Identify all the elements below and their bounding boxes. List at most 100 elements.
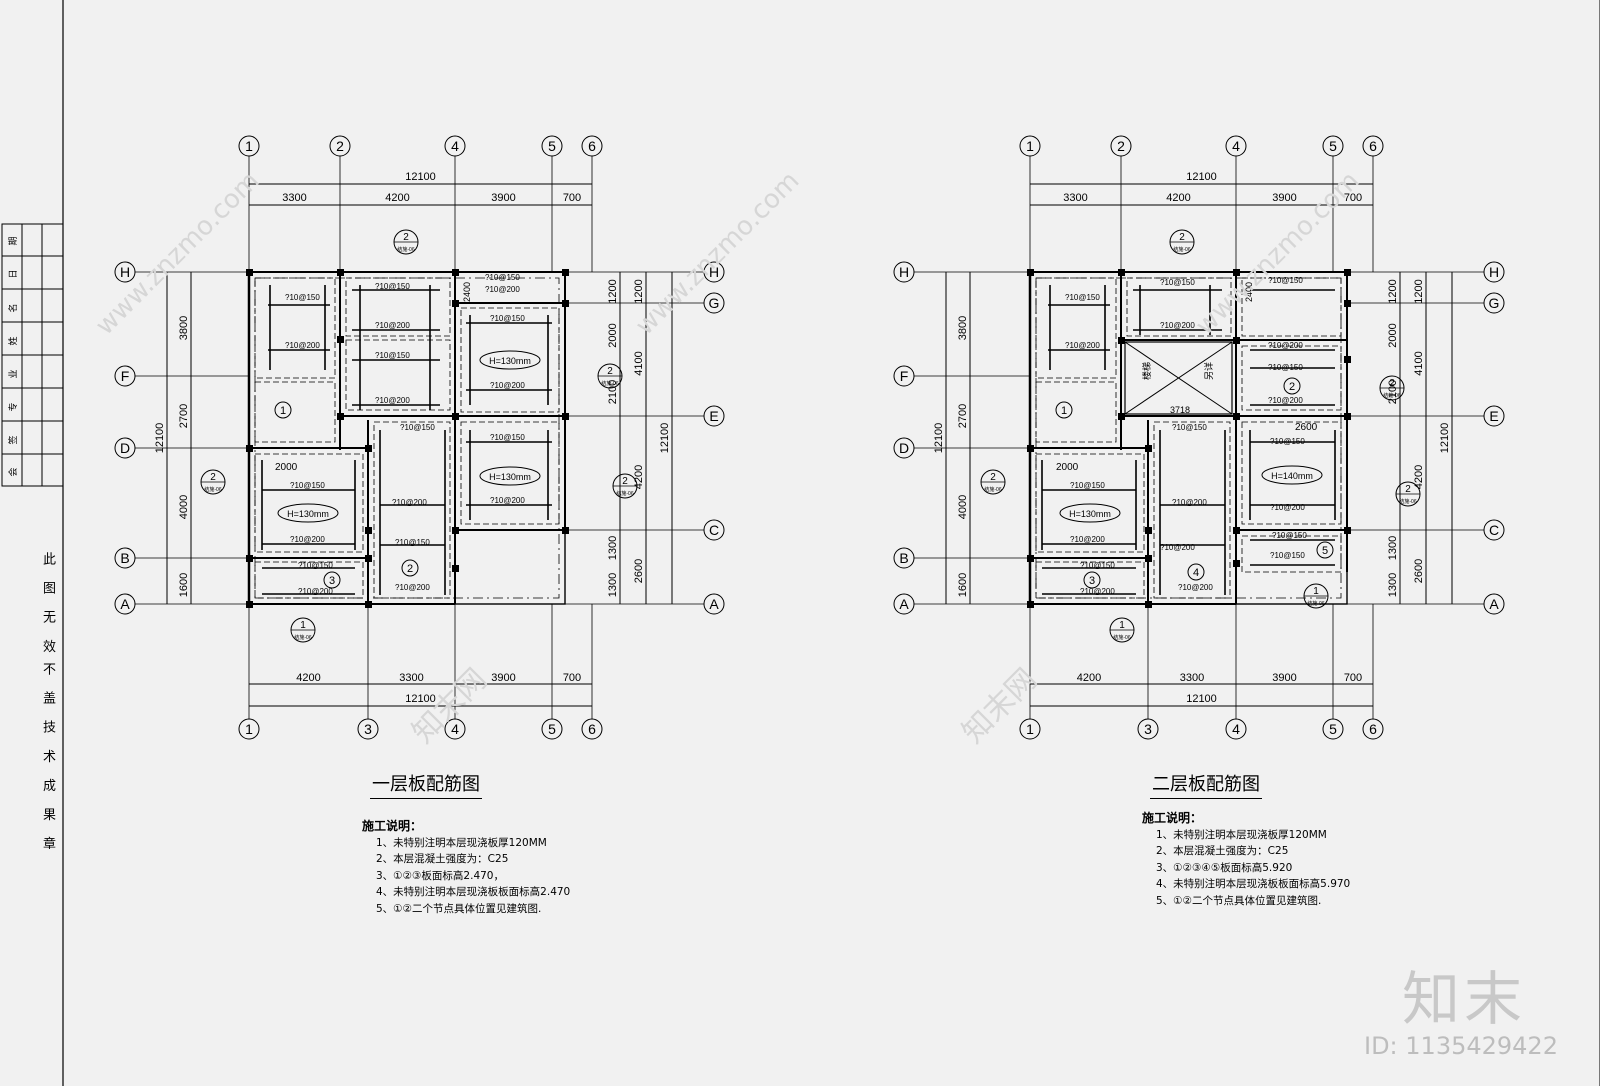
axis-label: C (1489, 522, 1499, 538)
rebar-label: ?10@150 (298, 561, 333, 570)
dim-label: 700 (563, 192, 581, 204)
rebar-label: ?10@200 (485, 285, 520, 294)
plan-2 (1027, 269, 1351, 608)
axis-label: C (709, 522, 719, 538)
axis-label: A (709, 596, 719, 612)
axis-label: B (899, 550, 908, 566)
axis-label: 5 (548, 721, 556, 737)
plan-1 (246, 269, 569, 608)
axis-bubble (444, 718, 466, 740)
axis-label: 2 (336, 138, 344, 154)
slab-thickness-label: H=130mm (489, 472, 531, 482)
panel-mark-circle (401, 559, 419, 577)
detail-ref: 结施-06 (1383, 392, 1400, 399)
axis-label: D (899, 440, 909, 456)
rebar-label: ?10@150 (400, 423, 435, 432)
plan1-title: 一层板配筋图 (370, 770, 482, 799)
dim-label: 4200 (296, 672, 320, 684)
axis-bubble (1322, 718, 1344, 740)
axis-label: A (120, 596, 130, 612)
panel-mark-number: 3 (329, 575, 335, 587)
dim-label: 12100 (933, 423, 945, 454)
panel-mark-circle (274, 401, 292, 419)
stamp-line-1: 此 图 无 效 (40, 552, 55, 659)
rebar-label: ?10@150 (285, 293, 320, 302)
axis-label: 3 (364, 721, 372, 737)
panel-mark-number: 2 (407, 563, 413, 575)
stair-label: 另详 (1203, 362, 1214, 380)
dim-label: 2700 (178, 404, 190, 428)
axis-bubble (581, 718, 603, 740)
rebar-label: ?10@200 (290, 535, 325, 544)
axis-label: B (120, 550, 129, 566)
span-dim: 2000 (275, 462, 298, 473)
span-dim: 2000 (1056, 462, 1079, 473)
note-item: 1、未特别注明本层现浇板厚120MM (376, 836, 547, 849)
dim-label: 4000 (957, 495, 969, 519)
span-dim: 2400 (1244, 282, 1254, 302)
panel-mark-number: 4 (1193, 567, 1199, 579)
panel-marks: 12345 (1055, 377, 1334, 589)
detail-number: 1 (1313, 586, 1319, 597)
panel-mark-circle (1316, 541, 1334, 559)
detail-ref: 结施-06 (1399, 498, 1416, 505)
dim-label: 3300 (282, 192, 306, 204)
span-dim: 2400 (462, 282, 472, 302)
detail-callouts: 2结施-062结施-062结施-062结施-061结施-062结施-062结施-… (200, 229, 1421, 643)
panel-mark-circle (1283, 377, 1301, 395)
axis-bubble (1019, 135, 1041, 157)
rebar-label: ?10@150 (1070, 481, 1105, 490)
panel-mark-number: 5 (1322, 545, 1328, 557)
rebar-label: ?10@200 (1268, 396, 1303, 405)
rebar-label: ?10@150 (1172, 423, 1207, 432)
axis-label: 3 (1144, 721, 1152, 737)
rebar-label: ?10@150 (1272, 531, 1307, 540)
dim-label: 2600 (1413, 559, 1425, 583)
dim-label: 1200 (633, 279, 645, 303)
axis-label: 1 (1026, 138, 1034, 154)
dim-label: 1200 (607, 279, 619, 303)
axis-bubble (1322, 135, 1344, 157)
axis-bubble (357, 718, 379, 740)
axis-label: 1 (245, 721, 253, 737)
rebar-label: ?10@200 (298, 587, 333, 596)
note-item: 3、①②③④⑤板面标高5.920 (1156, 861, 1293, 874)
plan2-notes: 施工说明： 1、未特别注明本层现浇板厚120MM 2、本层混凝土强度为：C25 … (1142, 810, 1350, 909)
axis-label: 6 (1369, 721, 1377, 737)
axis-label: 1 (245, 138, 253, 154)
note-item: 3、①②③板面标高2.470， (376, 869, 504, 882)
dim-label: 4200 (385, 192, 409, 204)
dim-label: 1200 (1387, 279, 1399, 303)
plan1-notes: 施工说明： 1、未特别注明本层现浇板厚120MM 2、本层混凝土强度为：C25 … (362, 818, 570, 917)
axis-bubble (1362, 135, 1384, 157)
dim-label: 12100 (405, 693, 436, 705)
rebar-label: ?10@200 (490, 496, 525, 505)
dim-label: 1300 (1387, 573, 1399, 597)
axis-label: H (709, 264, 719, 280)
detail-ref: 结施-06 (1113, 634, 1130, 641)
watermark-id: ID: 1135429422 (1364, 1032, 1558, 1060)
axis-label: D (120, 440, 130, 456)
axis-label: 6 (588, 138, 596, 154)
dim-label: 700 (563, 672, 581, 684)
watermark-logo: 知末 (1402, 965, 1527, 1033)
rebar-label: ?10@200 (1160, 543, 1195, 552)
detail-number: 2 (210, 472, 216, 483)
rebar-label: ?10@150 (485, 273, 520, 282)
dim-label: 3800 (957, 316, 969, 340)
axis-bubble (541, 135, 563, 157)
rebar-label: ?10@200 (1178, 583, 1213, 592)
note-item: 2、本层混凝土强度为：C25 (376, 853, 509, 865)
axis-bubble (581, 135, 603, 157)
dim-label: 2000 (1387, 323, 1399, 347)
tb-row-7: 会 (7, 467, 18, 476)
slab-thickness-label: H=130mm (287, 509, 329, 519)
note-item: 4、未特别注明本层现浇板板面标高2.470 (376, 886, 571, 898)
axis-label: H (1489, 264, 1499, 280)
axis-label: H (899, 264, 909, 280)
detail-ref: 结施-06 (397, 246, 414, 253)
detail-number: 1 (300, 620, 306, 631)
panel-marks: 123 (274, 401, 419, 589)
